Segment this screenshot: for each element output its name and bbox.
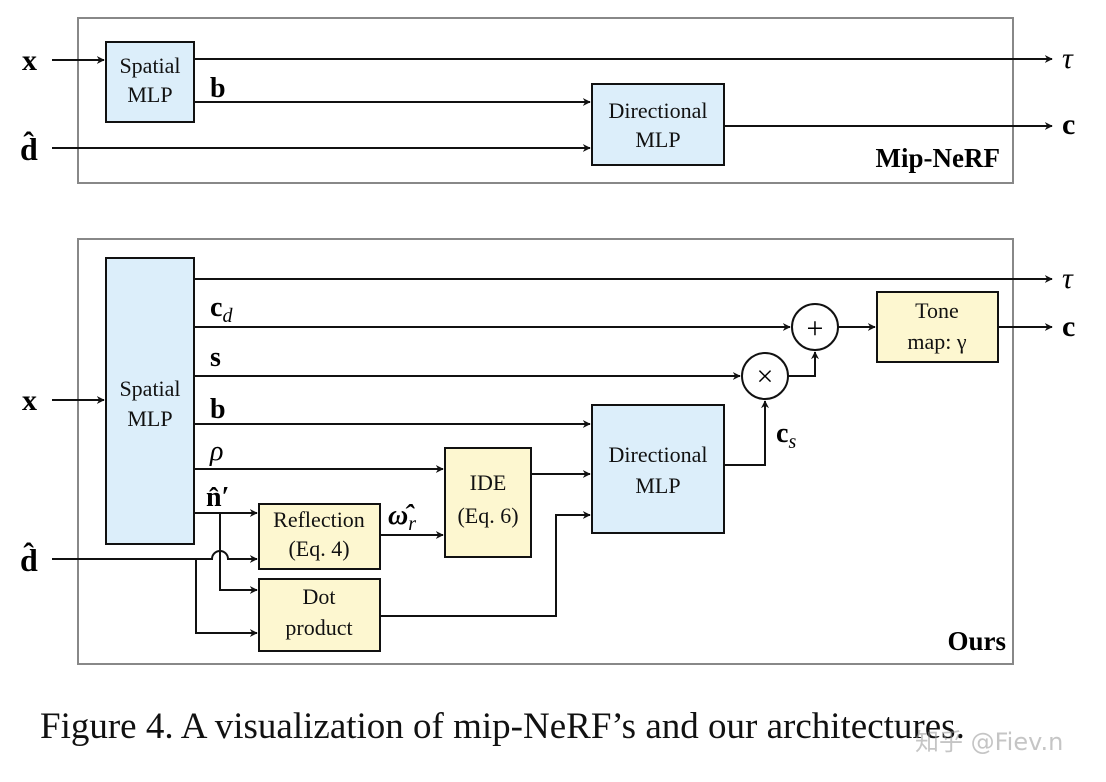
d-to-reflection-arrow [52,550,258,563]
dot-product-line1: Dot [303,584,336,609]
cs-label: cs [776,418,796,453]
rho-label: ρ [209,436,223,467]
ide-line2: (Eq. 6) [457,503,518,528]
top-directional-mlp-line2: MLP [635,127,680,152]
n-prime-label: n̂′ [206,482,229,513]
top-directional-mlp-line1: Directional [609,98,708,123]
bottom-spatial-mlp-line2: MLP [127,406,172,431]
d-to-dot-arrow [195,559,258,637]
top-spatial-mlp-box [105,41,195,123]
dot-to-mlp-arrow [380,511,591,617]
top-panel-title: Mip-NeRF [876,143,1000,173]
bottom-spatial-mlp-line1: Spatial [119,376,180,401]
dot-product-box [258,578,381,652]
ide-line1: IDE [470,470,507,495]
top-out-c: c [1062,108,1075,141]
tone-map-box [876,291,999,363]
watermark: 知乎 @Fiev.n [915,728,1064,756]
top-out-tau: τ [1062,42,1074,75]
bottom-out-tau: τ [1062,262,1074,295]
dot-product-line2: product [285,615,352,640]
tone-map-line2: map: γ [907,329,966,354]
mipnerf-panel [77,17,1014,184]
times-symbol: × [757,360,774,393]
top-input-d: d̂ [20,131,38,167]
top-spatial-mlp-line2: MLP [127,82,172,107]
bottom-out-c: c [1062,310,1075,343]
bottom-input-x: x [22,384,37,417]
figure-caption: Figure 4. A visualization of mip-NeRF’s … [40,706,965,747]
ide-box [444,447,532,558]
bottom-directional-mlp-box [591,404,725,534]
top-b-label: b [210,73,226,104]
bottom-directional-mlp-line1: Directional [609,442,708,467]
omega-label: ω̂r [388,500,416,535]
n-to-dot-arrow [219,513,258,594]
ours-panel [77,238,1014,665]
bottom-input-d: d̂ [20,542,38,578]
reflection-line1: Reflection [273,507,365,532]
bottom-spatial-mlp-box [105,257,195,545]
bottom-directional-mlp-line2: MLP [635,473,680,498]
s-label: s [210,342,221,373]
reflection-box [258,503,381,570]
cd-label: cd [210,292,233,327]
times-to-plus-arrow [788,351,819,377]
plus-symbol: + [807,312,824,345]
cs-arrow [724,400,769,466]
reflection-line2: (Eq. 4) [288,536,349,561]
bottom-b-label: b [210,394,226,425]
top-directional-mlp-box [591,83,725,166]
bottom-panel-title: Ours [947,626,1006,656]
top-input-x: x [22,44,37,77]
top-spatial-mlp-line1: Spatial [119,53,180,78]
tone-map-line1: Tone [915,298,959,323]
